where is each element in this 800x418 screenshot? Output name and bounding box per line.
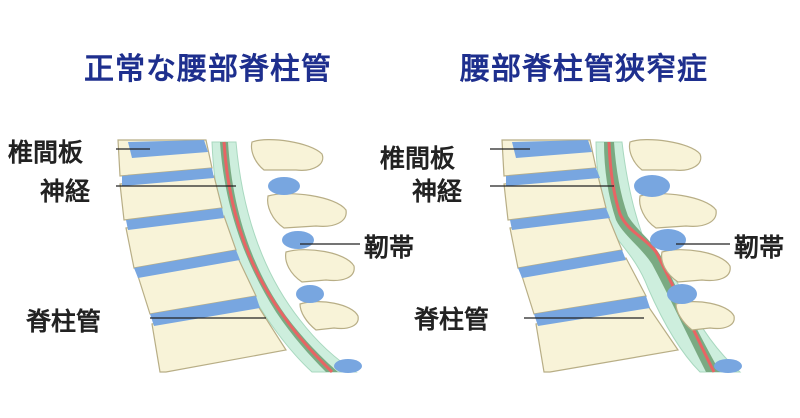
normal-canal-label: 脊柱管	[26, 307, 102, 336]
stenosis-ligaments	[634, 175, 742, 373]
stenosis-nerve-sheath	[604, 142, 720, 372]
stenosis-panel: 腰部脊柱管狭窄症	[380, 0, 800, 418]
stenosis-nerve-label: 神経	[412, 177, 463, 206]
stenosis-spine-illustration	[490, 139, 742, 373]
stenosis-posterior-elements	[628, 139, 735, 331]
normal-panel: 正常な腰部脊柱管	[8, 52, 414, 374]
normal-posterior-elements	[250, 139, 359, 331]
normal-title: 正常な腰部脊柱管	[84, 52, 332, 87]
normal-spine-illustration	[116, 139, 362, 374]
stenosis-ligament-label: 靭帯	[734, 233, 785, 262]
stenosis-canal-label: 脊柱管	[414, 305, 490, 334]
stenosis-disc-label: 椎間板	[380, 144, 456, 173]
normal-ligaments	[268, 177, 362, 373]
stenosis-leader-lines	[490, 148, 730, 319]
normal-leader-lines	[116, 148, 360, 319]
normal-vertebral-bodies	[117, 139, 287, 373]
normal-nerve	[222, 141, 334, 374]
stenosis-title: 腰部脊柱管狭窄症	[460, 52, 708, 87]
normal-ligament-label: 靭帯	[364, 233, 415, 262]
stenosis-intervertebral-discs	[506, 140, 650, 326]
normal-disc-label: 椎間板	[8, 138, 84, 167]
normal-nerve-label: 神経	[40, 177, 91, 206]
